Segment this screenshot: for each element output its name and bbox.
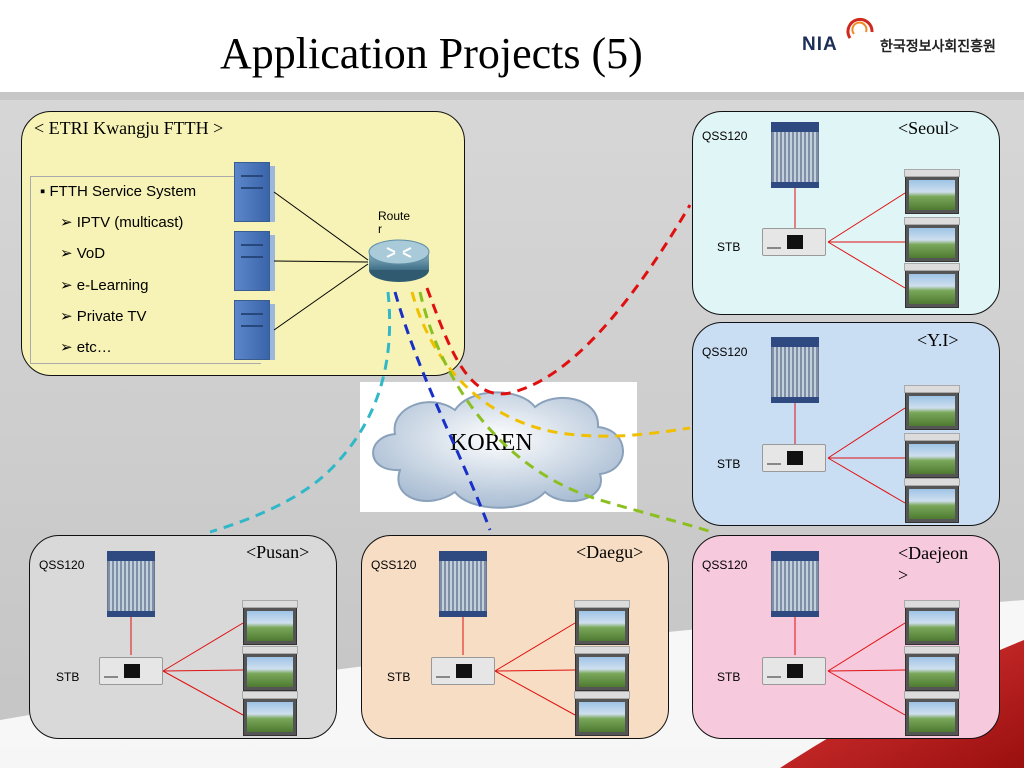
daegu-label: <Daegu> xyxy=(576,542,644,562)
server-icon xyxy=(234,300,275,360)
stb-label: STB xyxy=(56,670,80,684)
pusan-label: <Pusan> xyxy=(246,542,310,562)
stb-icon xyxy=(762,657,826,685)
service-item-vod: ➢ VoD xyxy=(60,245,106,262)
stb-icon xyxy=(762,228,826,256)
stb-icon xyxy=(99,657,163,685)
tv-icon xyxy=(904,433,960,478)
service-item-elearning: ➢ e-Learning xyxy=(60,277,149,294)
service-item-etc: ➢ etc… xyxy=(60,339,112,356)
qss-label: QSS120 xyxy=(702,558,748,572)
qss-label: QSS120 xyxy=(702,345,748,359)
tv-icon xyxy=(574,600,630,645)
seoul-label: <Seoul> xyxy=(898,118,960,138)
qss-label: QSS120 xyxy=(39,558,85,572)
etri-label: < ETRI Kwangju FTTH > xyxy=(34,118,224,138)
logo-org: 한국정보사회진흥원 xyxy=(880,38,996,54)
qss-switch-icon xyxy=(439,551,487,617)
tv-icon xyxy=(574,691,630,736)
daejeon-label: <Daejeon > xyxy=(898,543,969,585)
qss-switch-icon xyxy=(771,551,819,617)
stb-label: STB xyxy=(387,670,411,684)
koren-label: KOREN xyxy=(450,430,533,456)
tv-icon xyxy=(242,646,298,691)
service-list xyxy=(30,176,261,364)
qss-label: QSS120 xyxy=(702,129,748,143)
service-item-private-tv: ➢ Private TV xyxy=(60,308,147,325)
nia-logo-icon xyxy=(846,17,874,39)
service-heading: ▪ FTTH Service System xyxy=(40,183,197,200)
tv-icon xyxy=(904,169,960,214)
router-icon xyxy=(368,239,430,282)
tv-icon xyxy=(242,600,298,645)
stb-label: STB xyxy=(717,240,741,254)
qss-switch-icon xyxy=(107,551,155,617)
server-icon xyxy=(234,231,275,291)
stb-label: STB xyxy=(717,457,741,471)
tv-icon xyxy=(904,263,960,308)
server-icon xyxy=(234,162,275,222)
qss-switch-icon xyxy=(771,122,819,188)
stb-icon xyxy=(762,444,826,472)
tv-icon xyxy=(242,691,298,736)
router-label: Route r xyxy=(378,209,411,236)
tv-icon xyxy=(904,600,960,645)
stb-label: STB xyxy=(717,670,741,684)
stb-icon xyxy=(431,657,495,685)
qss-label: QSS120 xyxy=(371,558,417,572)
tv-icon xyxy=(904,691,960,736)
yi-label: <Y.I> xyxy=(917,330,959,350)
tv-icon xyxy=(904,478,960,523)
tv-icon xyxy=(904,217,960,262)
tv-icon xyxy=(904,385,960,430)
koren-cloud xyxy=(360,382,637,512)
tv-icon xyxy=(904,646,960,691)
logo-brand: NIA xyxy=(802,34,838,55)
service-item-iptv: ➢ IPTV (multicast) xyxy=(60,214,184,231)
page-title: Application Projects (5) xyxy=(220,29,643,78)
tv-icon xyxy=(574,646,630,691)
qss-switch-icon xyxy=(771,337,819,403)
